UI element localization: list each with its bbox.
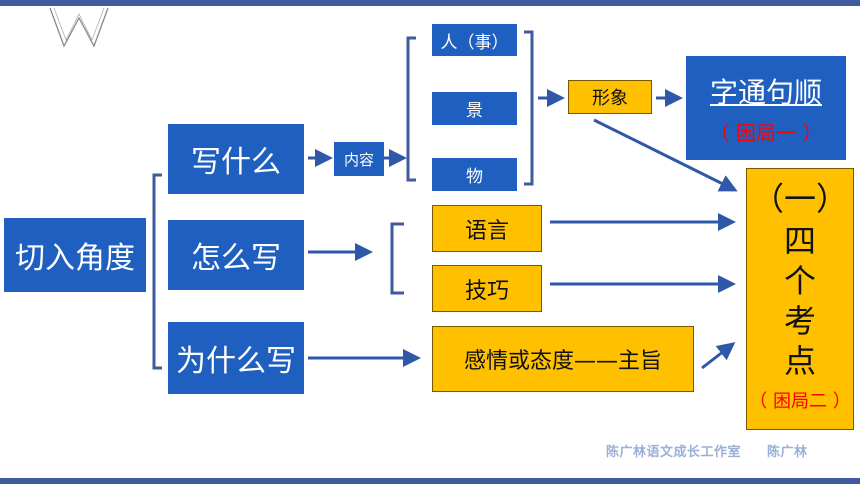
dilemma-one-label: （ 困局一 ）: [709, 120, 823, 145]
node-theme: 感情或态度——主旨: [432, 326, 694, 392]
four-points-char-1: 四: [783, 222, 816, 260]
footer-author: 陈广林: [767, 445, 808, 460]
footer-studio: 陈广林语文成长工作室: [606, 445, 742, 460]
top-border: [0, 0, 860, 6]
node-language: 语言: [432, 205, 542, 252]
node-scenery: 景: [432, 92, 517, 125]
how-bracket: [390, 222, 404, 295]
arrow-image-fourpoints: [593, 118, 738, 192]
footer-credit: 陈广林语文成长工作室 陈广林: [606, 441, 808, 460]
node-fluency: 字通句顺 （ 困局一 ）: [686, 56, 846, 160]
node-how: 怎么写: [168, 220, 304, 290]
four-points-char-2: 个: [783, 262, 816, 300]
arrow-theme: [701, 342, 736, 370]
node-four-points: （一） 四 个 考 点 （ 困局二 ）: [746, 168, 854, 430]
node-root: 切入角度: [4, 218, 146, 292]
node-image: 形象: [568, 80, 652, 114]
dilemma-two-label: （ 困局二 ）: [749, 391, 851, 412]
node-people: 人（事）: [432, 24, 517, 56]
items-bracket-left: [406, 36, 416, 182]
four-points-char-4: 点: [783, 342, 816, 380]
items-bracket-right: [524, 30, 534, 186]
logo-icon: [49, 7, 109, 48]
fluency-label: 字通句顺: [709, 75, 822, 109]
node-technique: 技巧: [432, 265, 542, 312]
node-content: 内容: [334, 142, 384, 176]
node-objects: 物: [432, 158, 517, 191]
left-bracket: [152, 173, 162, 370]
node-why: 为什么写: [168, 322, 304, 394]
node-what: 写什么: [168, 124, 304, 194]
four-points-header: （一）: [751, 180, 848, 218]
bottom-border: [0, 478, 860, 484]
four-points-char-3: 考: [783, 302, 816, 340]
